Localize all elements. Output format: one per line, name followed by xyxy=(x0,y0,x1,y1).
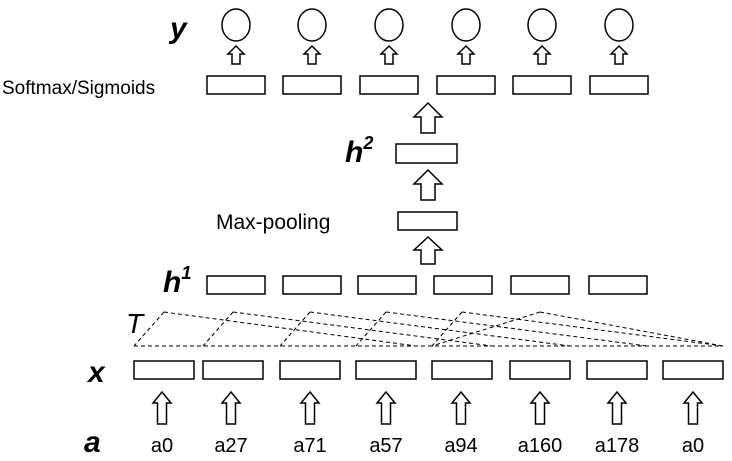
output-nodes xyxy=(221,8,634,42)
token-label: a94 xyxy=(444,435,477,457)
output-arrows xyxy=(226,44,629,65)
h1-box xyxy=(433,275,493,295)
output-node xyxy=(527,8,557,42)
token-label: a178 xyxy=(595,435,640,457)
connection-line xyxy=(163,311,417,347)
max-pooling-box xyxy=(397,211,458,231)
up-arrow-icon xyxy=(412,168,444,201)
up-arrow-icon xyxy=(375,390,397,425)
up-arrow-icon xyxy=(529,390,551,425)
up-arrow-icon xyxy=(220,390,242,425)
token-label: a0 xyxy=(151,435,173,457)
x-box xyxy=(431,360,493,380)
token-label: a27 xyxy=(214,435,247,457)
y-label: y xyxy=(168,12,188,45)
h1-box xyxy=(588,275,648,295)
softmax-box xyxy=(359,75,419,95)
connection-line xyxy=(539,311,724,347)
up-arrow-icon xyxy=(532,44,552,65)
output-node xyxy=(451,8,481,42)
softmax-box xyxy=(436,75,496,95)
connection-line xyxy=(202,311,234,347)
output-node xyxy=(604,8,634,42)
output-node xyxy=(297,8,327,42)
token-label: a57 xyxy=(369,435,402,457)
token-labels: a0 a27 a71 a57 a94 a160 a178 a0 xyxy=(151,435,704,457)
up-arrow-icon xyxy=(379,44,399,65)
x-box xyxy=(586,360,648,380)
center-arrows xyxy=(412,101,444,265)
up-arrow-icon xyxy=(302,44,322,65)
connection-line xyxy=(279,311,311,347)
connection-line xyxy=(385,311,648,347)
up-arrow-icon xyxy=(412,101,444,134)
up-arrow-icon xyxy=(151,390,173,425)
up-arrow-icon xyxy=(456,44,476,65)
softmax-box xyxy=(512,75,572,95)
up-arrow-icon xyxy=(606,390,628,425)
softmax-label: Softmax/Sigmoids xyxy=(2,78,155,99)
token-label: a160 xyxy=(518,435,563,457)
x-box xyxy=(279,360,341,380)
T-label: T xyxy=(126,308,145,339)
connection-line xyxy=(355,311,387,347)
h1-boxes xyxy=(206,275,648,295)
softmax-box xyxy=(206,75,266,95)
x-box xyxy=(509,360,571,380)
softmax-boxes xyxy=(206,75,649,95)
x-box xyxy=(133,360,195,380)
x-boxes xyxy=(133,360,724,380)
up-arrow-icon xyxy=(412,235,444,265)
connection-line xyxy=(461,311,724,347)
h1-box xyxy=(510,275,570,295)
connection-line xyxy=(232,311,493,347)
x-box xyxy=(662,360,724,380)
input-arrows xyxy=(151,390,704,425)
token-label: a71 xyxy=(293,435,326,457)
up-arrow-icon xyxy=(299,390,321,425)
h2-label: h2 xyxy=(345,133,373,169)
h1-box xyxy=(206,275,266,295)
h1-label: h1 xyxy=(163,263,191,299)
up-arrow-icon xyxy=(609,44,629,65)
x-box xyxy=(355,360,417,380)
output-node xyxy=(374,8,404,42)
connection-line xyxy=(309,311,571,347)
up-arrow-icon xyxy=(450,390,472,425)
output-node xyxy=(221,8,251,42)
up-arrow-icon xyxy=(682,390,704,425)
connection-line xyxy=(431,311,541,347)
convolution-connections xyxy=(133,311,724,347)
x-box xyxy=(202,360,264,380)
h1-box xyxy=(357,275,417,295)
softmax-box xyxy=(282,75,342,95)
softmax-box xyxy=(589,75,649,95)
h2-box xyxy=(395,143,458,164)
x-label: x xyxy=(86,356,106,389)
max-pooling-label: Max-pooling xyxy=(216,211,330,234)
h1-box xyxy=(282,275,342,295)
up-arrow-icon xyxy=(226,44,246,65)
a-label: a xyxy=(84,426,101,459)
connection-line xyxy=(133,311,165,347)
connection-line xyxy=(431,311,463,347)
token-label: a0 xyxy=(682,435,704,457)
